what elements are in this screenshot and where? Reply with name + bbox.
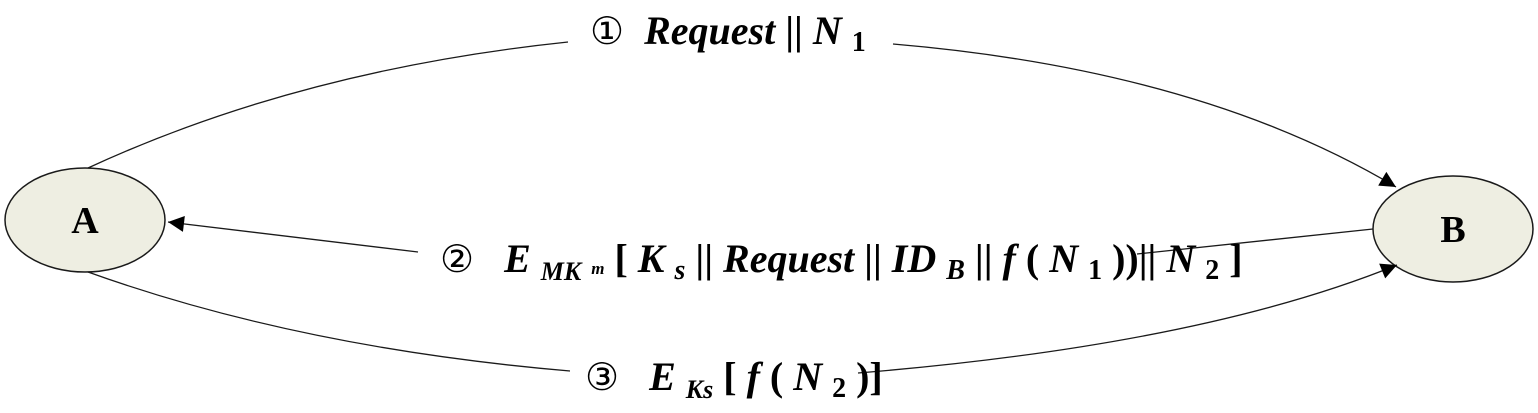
node-a-ellipse [4,167,166,273]
message-2-text-concat-2: || [864,236,882,281]
node-b-label: B [1440,209,1465,251]
message-1-number: ① [590,9,624,53]
arrow-1-right-segment [892,43,1397,188]
message-3-text-open-paren: ( [770,354,783,399]
message-3-text-n: N [792,354,824,399]
arrow-1-left-segment [87,41,569,169]
message-2-text-id: ID [891,236,936,281]
message-1-text-request: Request [643,8,777,53]
arrow-3-left-segment [87,271,571,372]
message-3-text-e: E [648,354,676,399]
message-2-text-concat-3: || [975,236,993,281]
message-2-text-n1: N [1048,236,1080,281]
message-2-text-k: K [637,236,667,281]
message-1-text-sub-1: 1 [852,27,866,58]
message-2-text-sub-2: 2 [1205,255,1219,286]
message-2-text-sub-1: 1 [1088,255,1102,286]
message-1-text-concat: || [785,8,803,53]
message-3-text-sub-2: 2 [832,373,846,404]
node-a: A [4,167,166,273]
message-3-number: ③ [585,355,619,399]
message-2-text-close-bracket: ] [1229,236,1242,281]
message-2-label: ② E MK m [ K s || Request || ID B || f (… [440,236,1243,289]
message-3-label: ③ E Ks [ f ( N 2 )] [585,354,883,407]
message-3-text-f: f [747,354,764,399]
message-2-text-request: Request [722,236,856,281]
node-a-label: A [71,200,99,242]
message-2-text-sub-b: B [945,255,965,286]
message-1-label: ① Request || N 1 [590,8,866,58]
message-2-text-concat-1: || [695,236,713,281]
message-2-text-m: m [591,259,604,278]
message-3-text-open-bracket: [ [723,354,736,399]
message-2-text-close-concat: ))|| [1112,236,1156,281]
message-1-text-n: N [812,8,844,53]
message-2-text-mk: MK [540,257,583,286]
message-3-text-close: )] [856,354,883,399]
message-2-text-n2: N [1165,236,1197,281]
arrow-2-right-segment [1136,228,1374,255]
message-3-text-ks: Ks [685,375,713,404]
message-2-number: ② [440,237,474,281]
message-2-text-sub-s: s [673,255,685,286]
message-2-text-open-bracket: [ [614,236,627,281]
arrow-3-right-segment [857,263,1398,374]
message-2-text-f: f [1003,236,1020,281]
arrow-2-left-segment [167,215,419,253]
message-2-text-e: E [503,236,531,281]
node-b: B [1372,175,1534,283]
message-2-text-open-paren: ( [1026,236,1039,281]
